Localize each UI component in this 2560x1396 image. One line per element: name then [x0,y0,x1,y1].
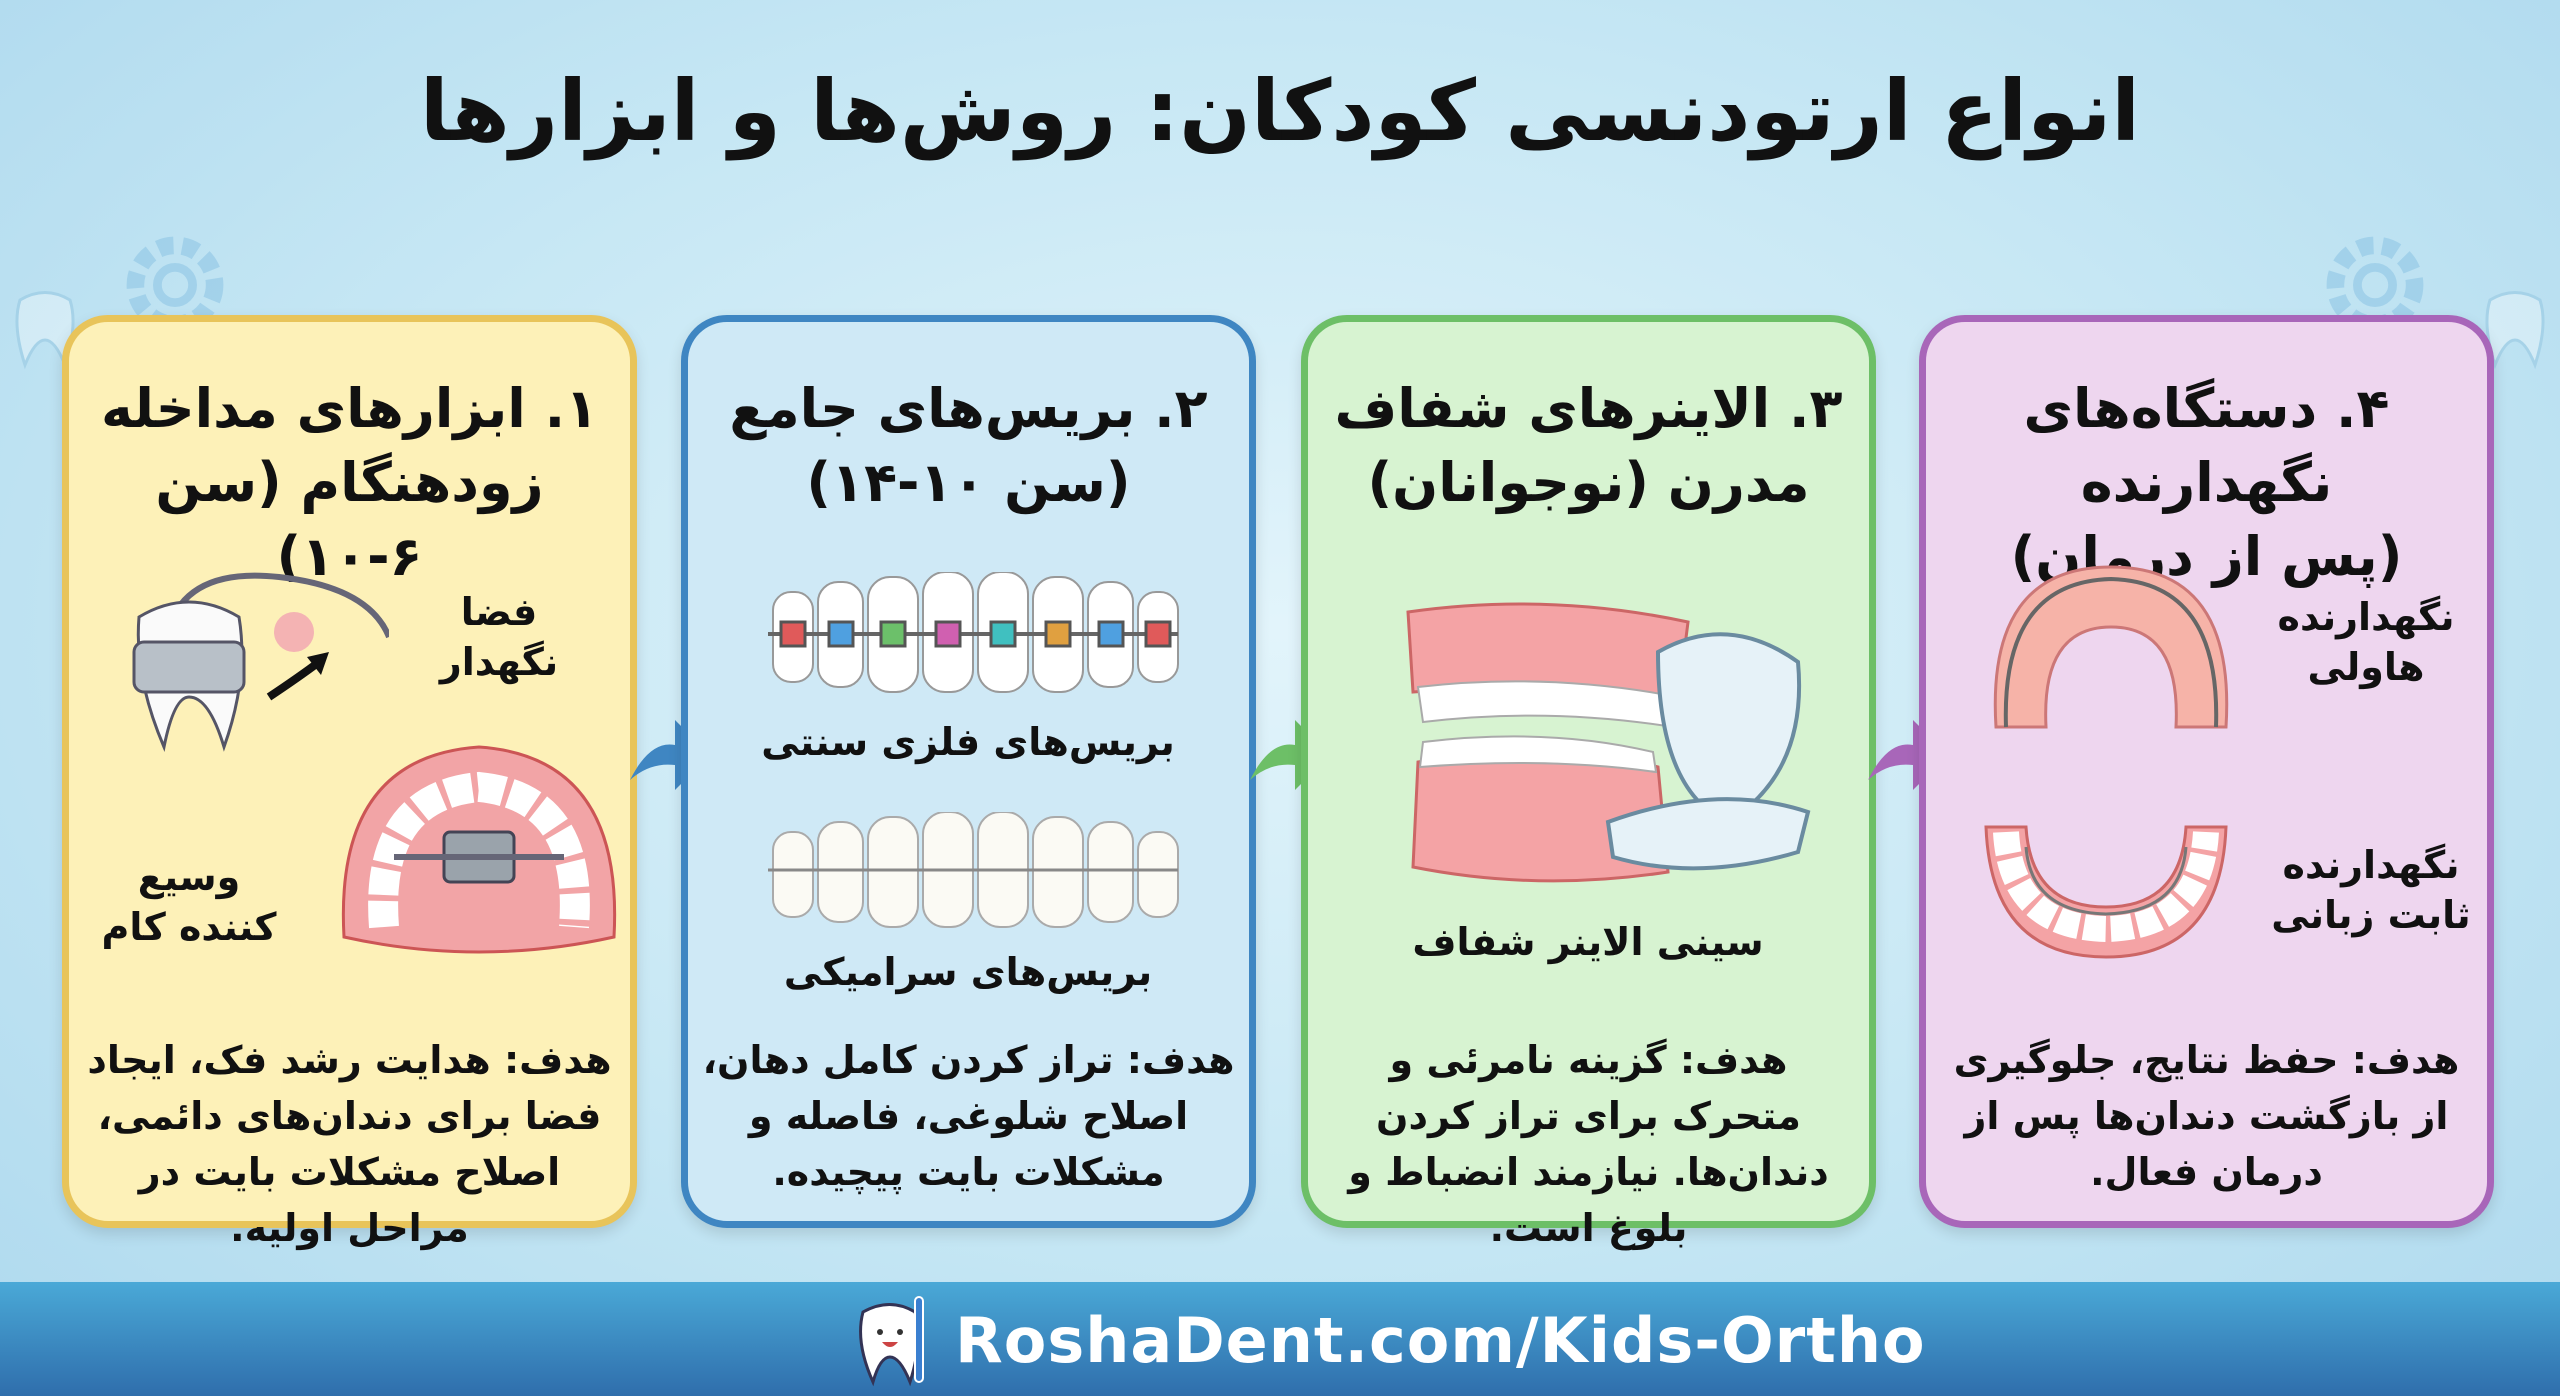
panel-title-line2: (سن ۱۰-۱۴) [806,451,1131,514]
panel-title: ۴. دستگاه‌های نگهدارنده (پس از درمان) [1936,372,2477,594]
panel-retainers: ۴. دستگاه‌های نگهدارنده (پس از درمان) نگ… [1919,315,2494,1228]
background-tooth-icon [15,291,75,370]
label-ceramic-braces: بریس‌های سرامیکی [783,950,1153,994]
palatal-expander-illustration [341,745,617,954]
label-hawley-retainer: نگهدارنده هاولی [2277,595,2455,689]
panel-title-line1: ۲. بریس‌های جامع [729,377,1208,440]
space-maintainer-illustration [132,572,389,753]
label-metal-braces: بریس‌های فلزی سنتی [761,720,1175,764]
panel-goal-text: هدف: گزینه نامرئی و متحرک برای تراز کردن… [1348,1038,1829,1250]
fixed-lingual-retainer-illustration [1984,825,2228,959]
footer-bar: RoshaDent.com/Kids-Ortho [0,1282,2560,1396]
ceramic-braces-illustration [768,812,1179,928]
panel-title-line1: ۳. الاینرهای شفاف [1334,377,1843,440]
gap-marker [274,612,314,652]
label-lingual-retainer: نگهدارنده ثابت زبانی [2271,843,2471,937]
metal-braces-illustration [768,572,1179,693]
footer-url[interactable]: RoshaDent.com/Kids-Ortho [955,1304,1926,1377]
label-palatal-expander: وسیع کننده کام [101,855,277,949]
label-aligner-tray: سینی الاینر شفاف [1412,920,1764,964]
hawley-retainer-illustration [1993,565,2229,729]
panel-goal-text: هدف: حفظ نتایج، جلوگیری از بازگشت دندان‌… [1953,1038,2460,1194]
panel-title: ۲. بریس‌های جامع (سن ۱۰-۱۴) [698,372,1239,520]
panel-title-line2: مدرن (نوجوانان) [1367,451,1810,514]
clear-aligner-illustration [1406,602,1811,883]
tooth-toothbrush-icon [859,1296,924,1387]
panel-goal-text: هدف: تراز کردن کامل دهان، اصلاح شلوغی، ف… [702,1038,1235,1194]
panel-title-line1: ۱. ابزارهای مداخله [100,377,599,440]
panel-title-line1: ۴. دستگاه‌های نگهدارنده [2023,377,2390,514]
panel-goal-text: هدف: هدایت رشد فک، ایجاد فضا برای دندان‌… [87,1038,612,1250]
label-space-maintainer: فضا نگهدار [439,590,559,684]
panel-comprehensive-braces: ۲. بریس‌های جامع (سن ۱۰-۱۴) بریس‌های فلز… [681,315,1256,1228]
panel-title: ۳. الاینرهای شفاف مدرن (نوجوانان) [1318,372,1859,520]
panel-clear-aligners: ۳. الاینرهای شفاف مدرن (نوجوانان) سینی ا… [1301,315,1876,1250]
panel-title: ۱. ابزارهای مداخله زودهنگام (سن ۶-۱۰) [79,372,620,594]
panel-title-line2: زودهنگام (سن ۶-۱۰) [155,451,544,588]
panel-early-intervention: ۱. ابزارهای مداخله زودهنگام (سن ۶-۱۰) فض… [62,315,637,1250]
page-title: انواع ارتودنسی کودکان: روش‌ها و ابزارها [419,62,2141,160]
